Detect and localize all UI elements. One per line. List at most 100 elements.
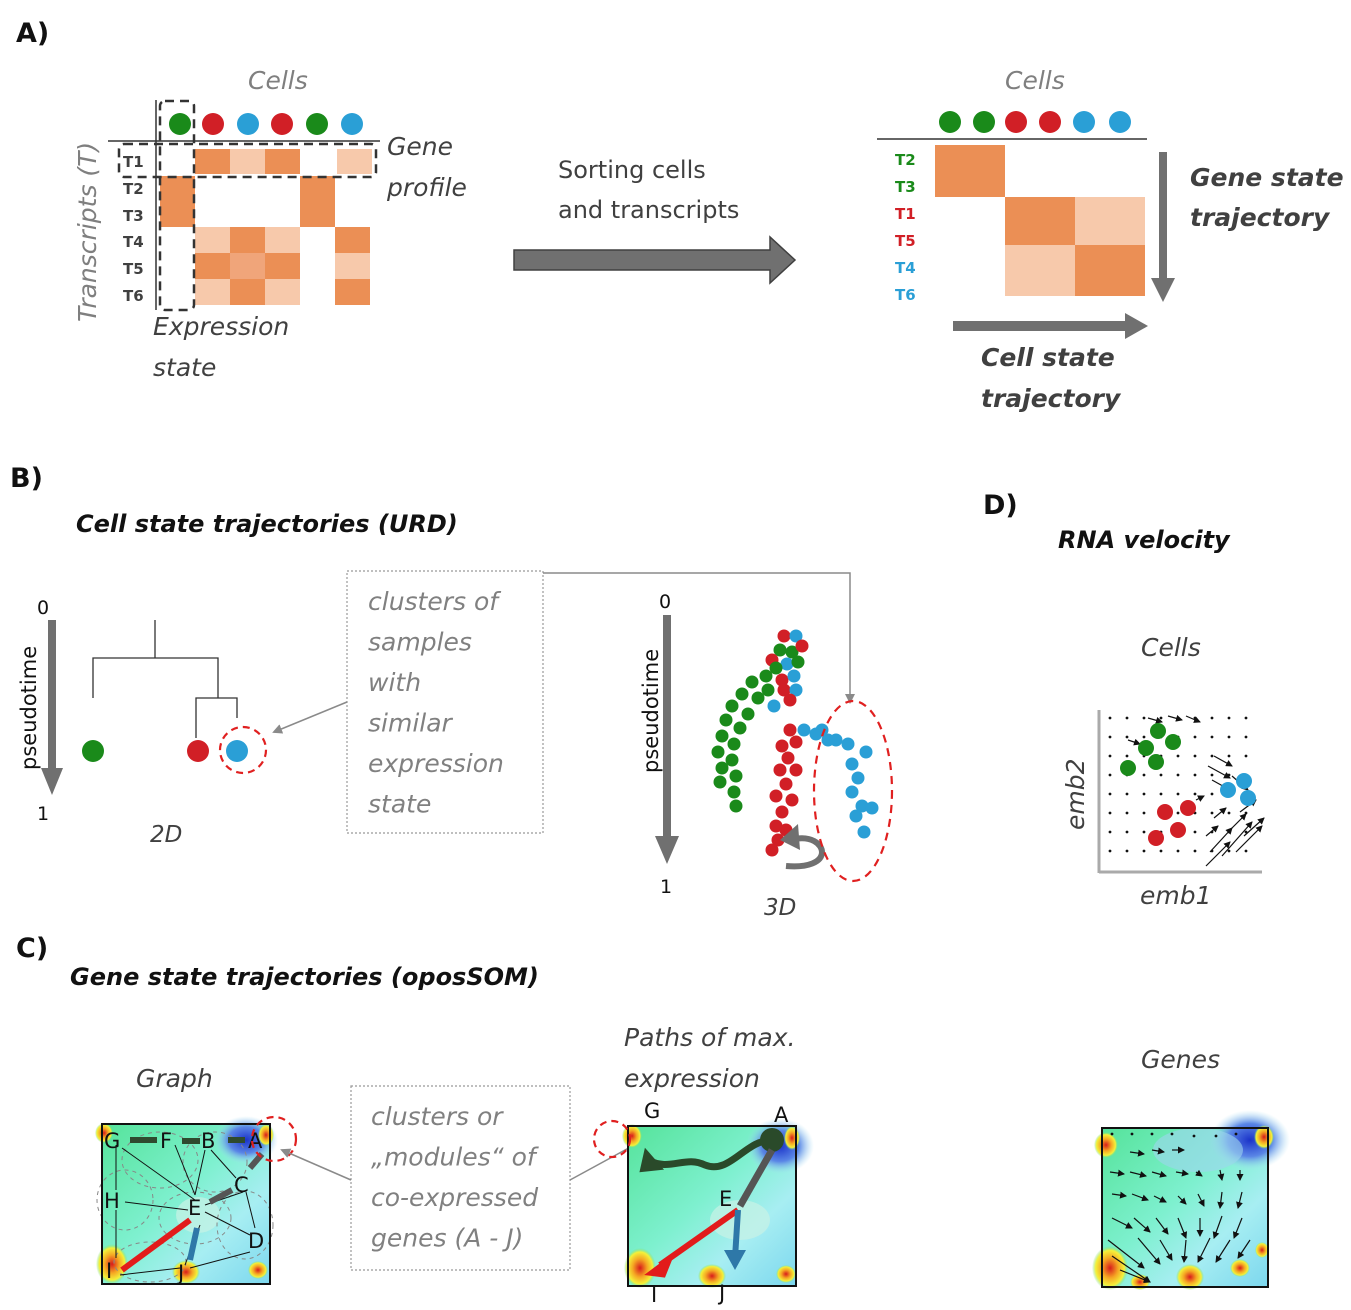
velocity-point: [1142, 849, 1146, 853]
velocity-point: [1142, 830, 1146, 834]
cell-t4-c3: [230, 227, 265, 253]
cell-trajectory-label-line2: trajectory: [981, 384, 1122, 413]
note-line: co-expressed: [371, 1183, 538, 1212]
velocity-cell: [1170, 822, 1186, 838]
left-cell-dots: [169, 113, 363, 135]
velocity-point: [1110, 1132, 1114, 1136]
velocity-arrow: [1181, 1239, 1189, 1263]
velocity-arrow: [1237, 1239, 1251, 1259]
gene-profile-box: [117, 142, 378, 179]
velocity-arrow: [1109, 1169, 1125, 1177]
velocity-point: [1108, 849, 1112, 853]
cell-dot-right: [1039, 111, 1061, 133]
cell-point-3d: [783, 723, 797, 737]
cell-point-3d: [787, 669, 801, 683]
cell-t2t3-c5: [300, 176, 335, 227]
cell-point-3d: [780, 657, 794, 671]
row-label-left: T6: [123, 287, 144, 305]
highlight-circle-paths: [592, 1119, 632, 1159]
velocity-cell: [1148, 754, 1164, 770]
velocity-point: [1142, 735, 1146, 739]
cell-point-3d: [795, 639, 809, 653]
sorting-label-line2: and transcripts: [558, 196, 739, 224]
cell-point-3d: [855, 799, 869, 813]
cell-point-3d: [745, 675, 759, 689]
velocity-point: [1227, 735, 1231, 739]
cell-point-3d: [771, 833, 785, 847]
velocity-arrow: [1119, 1269, 1151, 1284]
cell-point-3d: [759, 669, 773, 683]
graph-node: H: [104, 1189, 120, 1213]
modules-note-text: clusters or„modules“ ofco-expressedgenes…: [371, 1102, 539, 1253]
velocity-point: [1227, 773, 1231, 777]
velocity-arrow: [1129, 1149, 1145, 1157]
cell-point-3d: [841, 737, 855, 751]
cell-point-3d: [859, 745, 873, 759]
genes-label-d: Genes: [1141, 1045, 1220, 1074]
clusters-note-box: [346, 570, 544, 834]
velocity-arrow: [1153, 1195, 1167, 1203]
clusters-note-text: clusters ofsampleswithsimilarexpressions…: [368, 587, 504, 819]
panel-label-d: D): [983, 490, 1018, 521]
cell-point-3d: [783, 693, 797, 707]
cell-point-3d: [725, 699, 739, 713]
cluster-blue-2d: [226, 740, 248, 762]
cell-point-3d: [849, 809, 863, 823]
panel-label-c: C): [16, 933, 48, 964]
gene-profile-label-line2: profile: [386, 173, 467, 202]
dim-label-3d: 3D: [764, 895, 796, 921]
cell-t6-c4: [265, 279, 300, 305]
velocity-arrow: [1215, 1239, 1231, 1263]
velocity-point: [1125, 830, 1129, 834]
pseudotime-start-left: 0: [37, 597, 49, 619]
note-line: samples: [368, 628, 472, 657]
highlight-ellipse-3d: [812, 699, 894, 883]
path-node-g: G: [644, 1099, 660, 1123]
graph-thick-edges: [130, 1137, 245, 1144]
velocity-point: [1227, 811, 1231, 815]
cell-point-3d: [865, 801, 879, 815]
velocity-arrow: [1221, 821, 1253, 857]
velocity-arrow: [1236, 1191, 1243, 1209]
velocity-cell: [1236, 773, 1252, 789]
path-start-a: [760, 1128, 784, 1152]
cell-t1-c4: [265, 149, 300, 174]
cell-point-3d: [713, 775, 727, 789]
cell-point-3d: [727, 737, 741, 751]
pseudotime-end-right: 1: [660, 876, 672, 898]
expression-state-label-line1: Expression: [153, 312, 289, 341]
velocity-arrow: [1197, 1193, 1205, 1207]
gene-profile-label-line1: Gene: [387, 132, 453, 161]
velocity-point: [1125, 754, 1129, 758]
velocity-arrow: [1131, 1193, 1149, 1202]
velocity-arrow: [1212, 1215, 1223, 1239]
velocity-arrow: [1213, 755, 1233, 767]
som-graph-hot-4: [172, 1260, 200, 1284]
velocity-cell: [1165, 734, 1181, 750]
cell-t1-c3: [230, 149, 265, 174]
cell-point-3d: [773, 763, 787, 777]
gene-trajectory-arrow: [1151, 152, 1175, 302]
paths-label-line2: expression: [624, 1064, 760, 1093]
cell-point-3d: [845, 785, 859, 799]
velocity-point: [1234, 1132, 1238, 1136]
velocity-arrow: [1232, 1217, 1243, 1239]
rotation-arrow-head-3d: [780, 824, 800, 850]
cells-3d-scatter: [711, 629, 879, 857]
velocity-point: [1210, 811, 1214, 815]
note-line: clusters or: [371, 1102, 504, 1131]
velocity-point: [1176, 773, 1180, 777]
path-a-g: [646, 1136, 773, 1171]
velocity-cell: [1150, 723, 1166, 739]
velocity-arrow: [1133, 1217, 1151, 1233]
velocity-arrow: [1177, 1217, 1188, 1239]
velocity-arrow: [1243, 817, 1265, 837]
cell-point-3d: [711, 745, 725, 759]
cell-point-3d: [845, 757, 859, 771]
cell-point-3d: [815, 723, 829, 737]
cell-point-3d: [767, 699, 781, 713]
cell-point-3d: [829, 733, 843, 747]
